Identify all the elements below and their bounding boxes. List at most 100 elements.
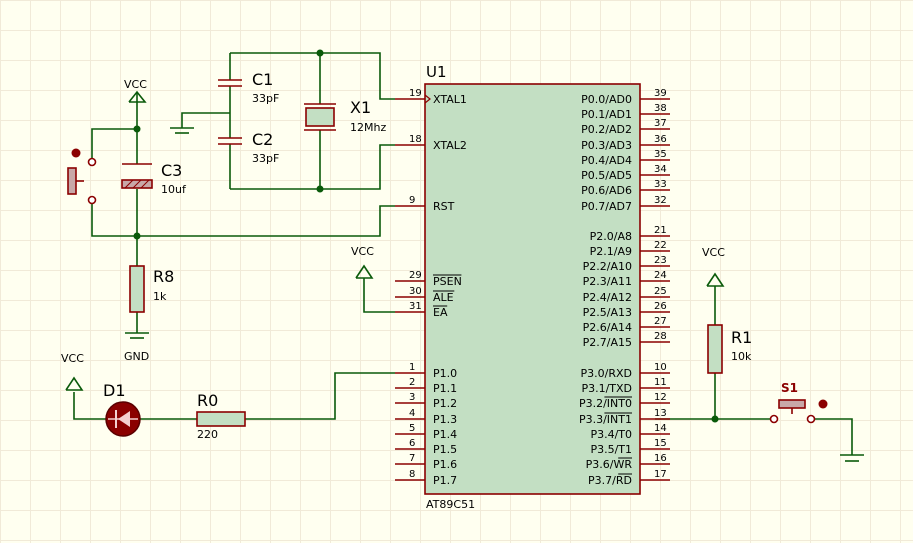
pin-number: 4 (409, 408, 415, 419)
pin-label: P2.4/A12 (583, 291, 632, 304)
c2-value: 33pF (252, 152, 279, 165)
pin-18: 18 XTAL2 (395, 134, 467, 152)
pin-label: P3.6/WR (586, 458, 633, 471)
pin-label: P2.7/A15 (583, 336, 632, 349)
pin-label: P2.0/A8 (590, 230, 632, 243)
pin-number: 21 (654, 225, 667, 236)
capacitor-c3[interactable]: C3 10uf (121, 161, 187, 196)
vcc-switch: VCC (702, 246, 725, 287)
pin-label: P2.3/A11 (583, 275, 632, 288)
pin-label: P1.0 (433, 367, 457, 380)
pin-number: 27 (654, 316, 667, 327)
resistor-r0[interactable]: R0 220 (196, 391, 246, 441)
c3-ref: C3 (161, 161, 182, 180)
pin-label: P0.5/AD5 (581, 169, 632, 182)
pin-25: 25 P2.4/A12 (583, 286, 670, 304)
pin-28: 28 P2.7/A15 (583, 331, 670, 349)
pin-number: 5 (409, 423, 415, 434)
pin-19: 19 XTAL1 (395, 88, 467, 106)
resistor-r8[interactable]: R8 1k (129, 265, 174, 313)
pin-label: P3.5/T1 (590, 443, 632, 456)
ground-icon (840, 454, 864, 462)
pin-label: P1.3 (433, 413, 457, 426)
button-knob (71, 148, 81, 158)
pin-number: 19 (409, 88, 422, 99)
r1-ref: R1 (731, 328, 752, 347)
resistor-r1[interactable]: R1 10k (707, 324, 752, 374)
pin-label: XTAL1 (433, 93, 467, 106)
pin-label: P0.1/AD1 (581, 108, 632, 121)
vcc-label: VCC (351, 245, 374, 258)
reset-button[interactable] (67, 148, 97, 205)
c1-value: 33pF (252, 92, 279, 105)
r0-value: 220 (197, 428, 218, 441)
junction-dot (711, 415, 719, 423)
chip-part: AT89C51 (426, 498, 475, 511)
pin-number: 15 (654, 438, 667, 449)
capacitor-c1[interactable]: C1 33pF (218, 70, 279, 105)
pin-21: 21 P2.0/A8 (590, 225, 670, 243)
led-d1[interactable]: D1 (103, 381, 141, 437)
right-pins: 39P0.0/AD038P0.1/AD137P0.2/AD236P0.3/AD3… (579, 88, 670, 487)
junction-dot (316, 49, 324, 57)
vcc-label: VCC (124, 78, 147, 91)
vcc-reset: VCC (124, 78, 147, 104)
capacitor-c2[interactable]: C2 33pF (218, 130, 279, 165)
gnd-label: GND (124, 350, 149, 363)
pin-number: 2 (409, 377, 415, 388)
pin-number: 13 (654, 408, 667, 419)
pin-label: P1.1 (433, 382, 457, 395)
pin-label: P3.1/TXD (581, 382, 632, 395)
pin-number: 1 (409, 362, 415, 373)
pin-label: P2.1/A9 (590, 245, 632, 258)
pin-label: P3.3/INT1 (579, 413, 632, 426)
pin-label: P0.2/AD2 (581, 123, 632, 136)
pin-label: P0.0/AD0 (581, 93, 632, 106)
x1-ref: X1 (350, 98, 371, 117)
pin-number: 35 (654, 149, 667, 160)
pin-number: 14 (654, 423, 667, 434)
pin-number: 16 (654, 453, 667, 464)
pin-number: 28 (654, 331, 667, 342)
pin-label: RST (433, 200, 455, 213)
vcc-label: VCC (61, 352, 84, 365)
pin-number: 33 (654, 179, 667, 190)
crystal-x1[interactable]: X1 12Mhz (304, 98, 386, 134)
junction-dot (133, 125, 141, 133)
clock-marker (424, 94, 431, 104)
chip-body (424, 83, 641, 495)
pin-number: 39 (654, 88, 667, 99)
vcc-ea: VCC (351, 245, 374, 279)
c2-ref: C2 (252, 130, 273, 149)
pin-label: ALE (433, 291, 454, 304)
pin-39: 39 P0.0/AD0 (581, 88, 670, 106)
pin-number: 26 (654, 301, 667, 312)
ground-icon: GND (124, 332, 149, 363)
pin-label: P1.7 (433, 474, 457, 487)
r1-value: 10k (731, 350, 752, 363)
pin-number: 18 (409, 134, 422, 145)
vcc-label: VCC (702, 246, 725, 259)
switch-s1[interactable]: S1 (769, 381, 828, 424)
pin-1: 1 P1.0 (395, 362, 457, 380)
pin-number: 38 (654, 103, 667, 114)
pin-label: PSEN (433, 275, 462, 288)
pin-label: XTAL2 (433, 139, 467, 152)
r8-ref: R8 (153, 267, 174, 286)
pin-number: 25 (654, 286, 667, 297)
